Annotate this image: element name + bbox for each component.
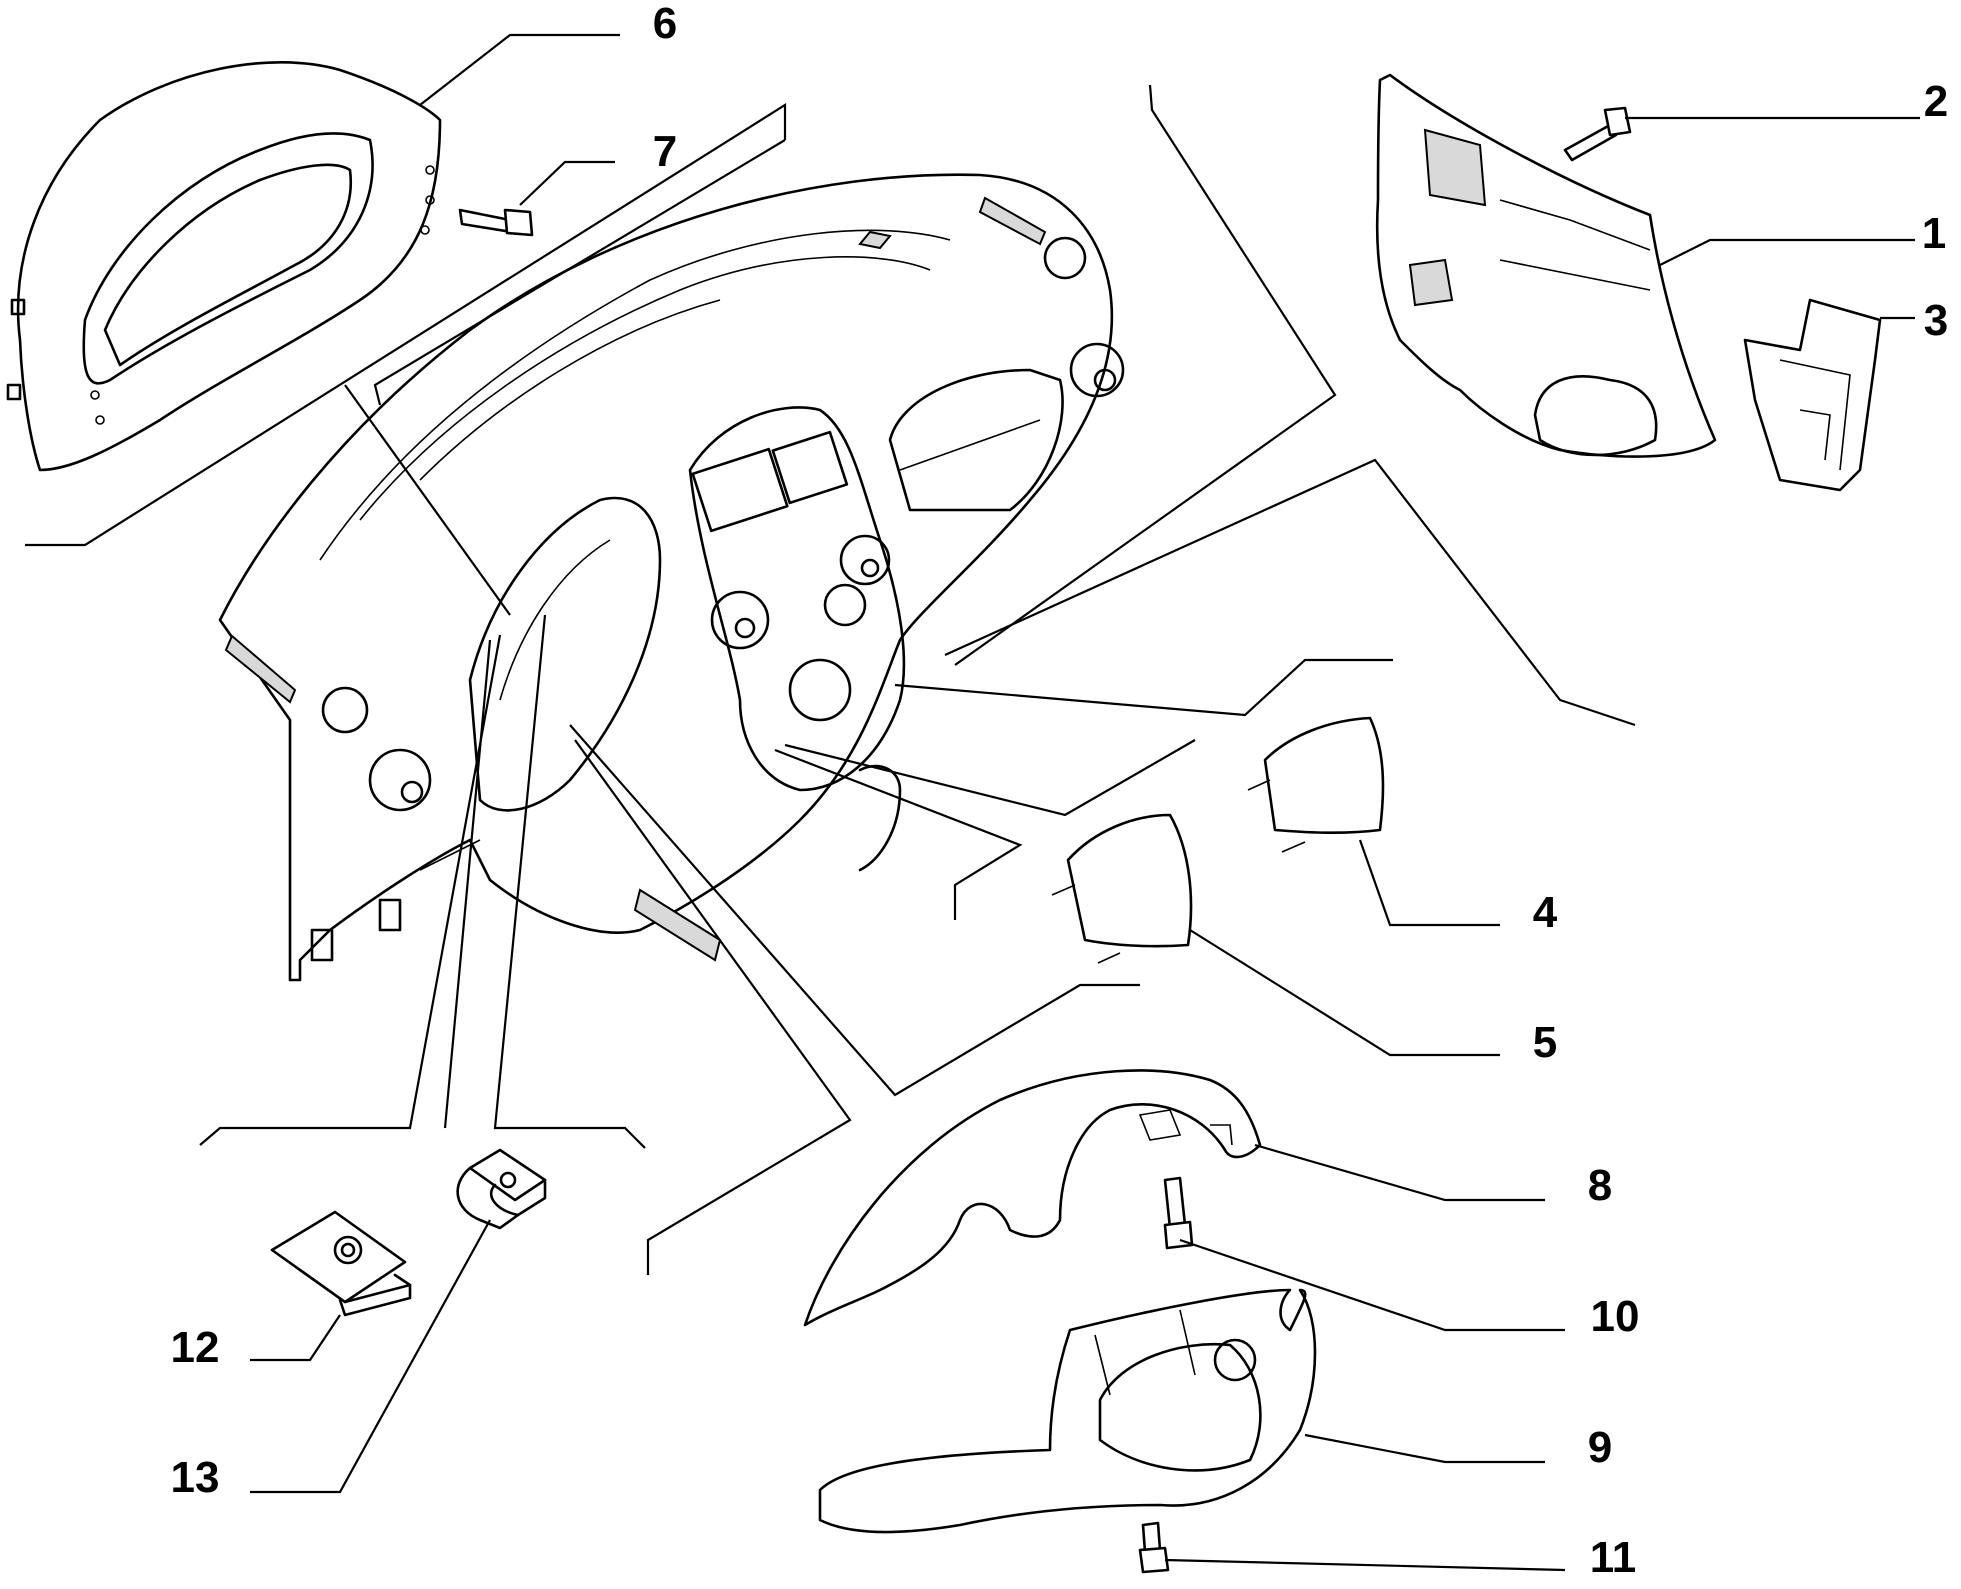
- callout-labels: 1 2 3 4 5 6 7 8 9 10 11 12 13: [171, 0, 1949, 1582]
- part-12-clip-nut: [270, 1210, 412, 1317]
- callout-5: 5: [1533, 1018, 1557, 1067]
- part-6-instrument-hood: [6, 61, 442, 472]
- part-5-cap: [1051, 813, 1193, 964]
- part-10-bolt: [1163, 1176, 1194, 1250]
- part-3-clip: [1743, 298, 1882, 492]
- part-8-upper-shroud: [803, 1069, 1262, 1327]
- callout-4: 4: [1533, 888, 1558, 937]
- part-9-lower-shroud: [818, 1288, 1317, 1534]
- leader-lines: [25, 33, 1920, 1572]
- dashboard-assembly: [218, 173, 1125, 982]
- callout-7: 7: [653, 127, 677, 176]
- callout-6: 6: [653, 0, 677, 48]
- callout-11: 11: [1590, 1533, 1637, 1582]
- callout-12: 12: [171, 1323, 220, 1372]
- part-2-screw: [1563, 106, 1632, 162]
- part-11-bolt: [1138, 1521, 1170, 1574]
- part-13-clip-nut: [456, 1148, 547, 1230]
- callout-3: 3: [1924, 296, 1948, 345]
- callout-10: 10: [1591, 1292, 1640, 1341]
- part-4-cap: [1247, 716, 1385, 853]
- callout-1: 1: [1922, 209, 1946, 258]
- callout-13: 13: [171, 1453, 220, 1502]
- callout-9: 9: [1588, 1423, 1612, 1472]
- part-7-screw: [458, 208, 534, 237]
- callout-2: 2: [1924, 77, 1948, 126]
- part-1-side-panel: [1375, 73, 1717, 458]
- callout-8: 8: [1588, 1161, 1612, 1210]
